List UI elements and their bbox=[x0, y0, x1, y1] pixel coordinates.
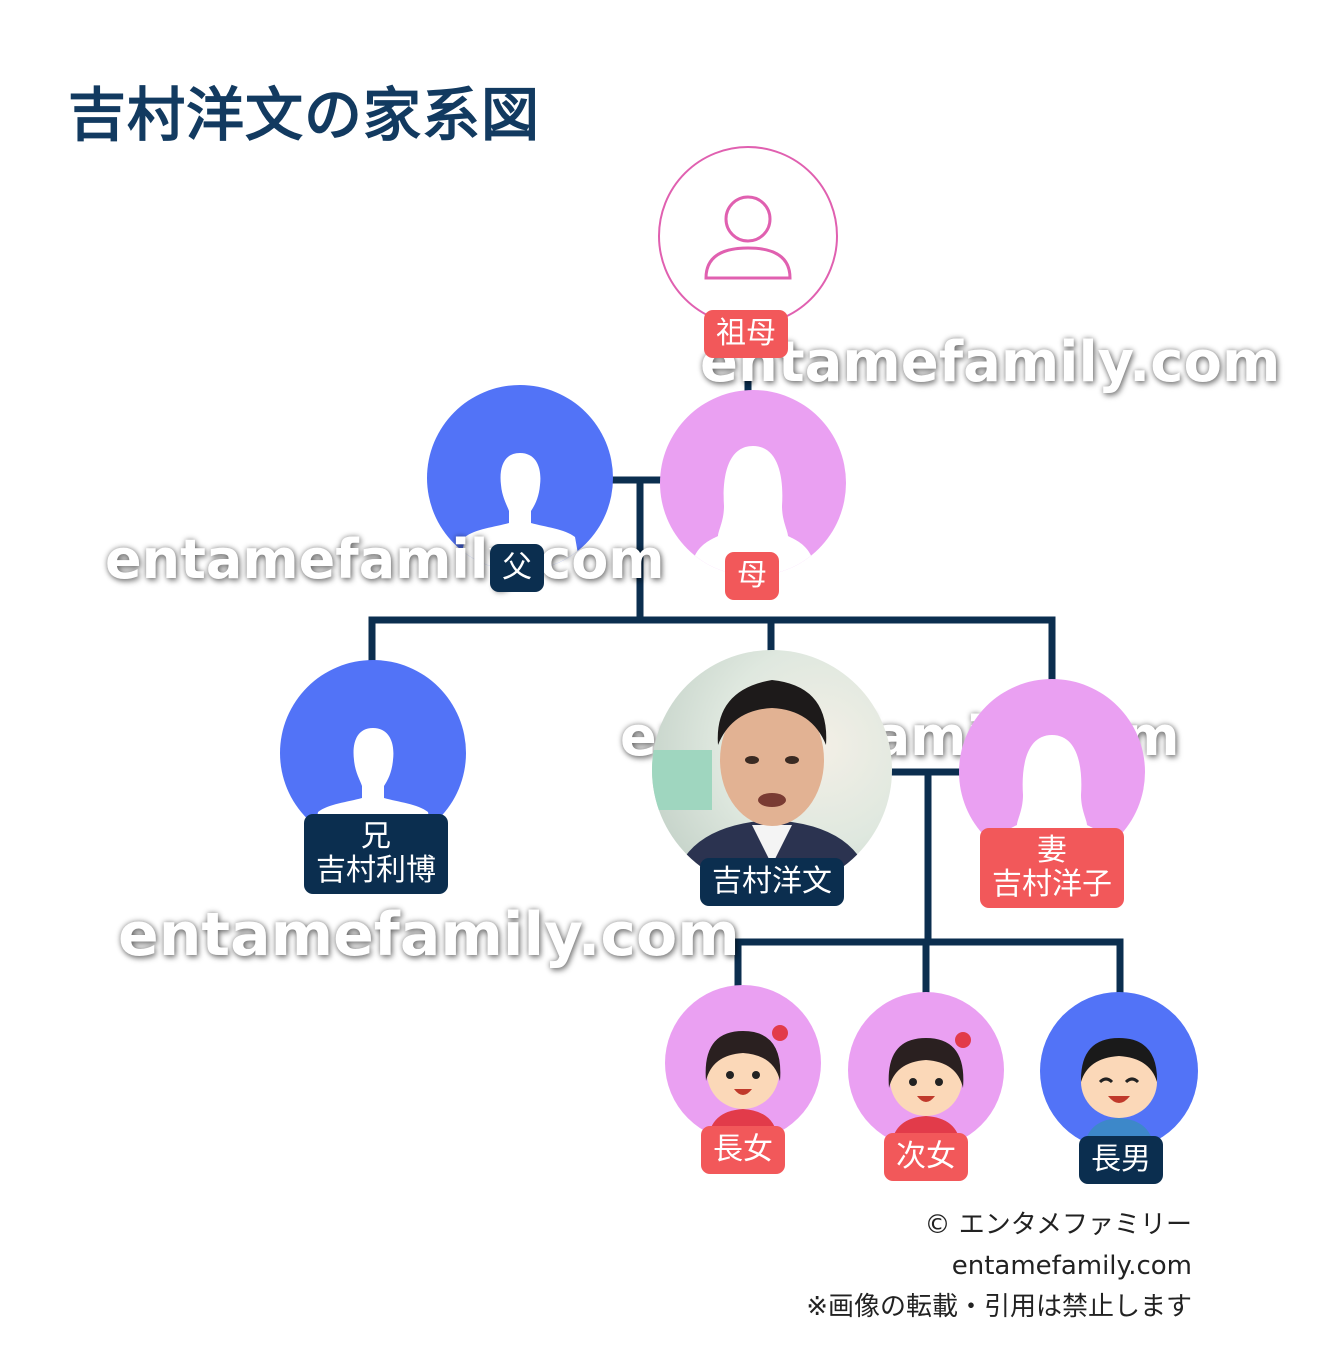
grandmother-avatar bbox=[658, 146, 838, 326]
person-outline-icon bbox=[704, 195, 792, 280]
daughter2-label: 次女 bbox=[884, 1133, 968, 1181]
page-title: 吉村洋文の家系図 bbox=[68, 81, 541, 149]
daughter2-avatar bbox=[848, 992, 1004, 1148]
daughter1-label: 長女 bbox=[701, 1126, 785, 1174]
brother-label: 兄 吉村利博 bbox=[304, 814, 448, 894]
mother-label: 母 bbox=[725, 552, 779, 600]
father-avatar bbox=[427, 385, 613, 571]
girl-illustration-icon bbox=[705, 1025, 788, 1141]
father-label: 父 bbox=[490, 544, 544, 592]
portrait-photo-icon bbox=[652, 680, 872, 890]
yoshimura-hirofumi-photo bbox=[652, 650, 892, 890]
girl-illustration-icon bbox=[888, 1032, 971, 1148]
watermark: entamefamily.com bbox=[700, 330, 1281, 395]
female-silhouette-icon bbox=[690, 446, 816, 576]
siblings-line bbox=[368, 616, 1056, 690]
son-avatar bbox=[1040, 992, 1198, 1150]
grandmother-label: 祖母 bbox=[704, 310, 788, 358]
boy-illustration-icon bbox=[1080, 1038, 1158, 1150]
son-label: 長男 bbox=[1079, 1136, 1163, 1184]
copyright-notice: © エンタメファミリー entamefamily.com ※画像の転載・引用は禁… bbox=[806, 1205, 1192, 1328]
watermark: entamefamily.com bbox=[118, 900, 740, 970]
credit-line-3: ※画像の転載・引用は禁止します bbox=[806, 1292, 1192, 1322]
brother-relation: 兄 bbox=[361, 819, 391, 854]
male-silhouette-icon bbox=[459, 453, 581, 571]
wife-relation: 妻 bbox=[1037, 833, 1067, 868]
watermark: entamefamily.com bbox=[105, 528, 665, 591]
wife-label: 妻 吉村洋子 bbox=[980, 828, 1124, 908]
wife-name: 吉村洋子 bbox=[992, 867, 1112, 902]
brother-name: 吉村利博 bbox=[316, 853, 436, 888]
mother-avatar bbox=[660, 390, 846, 576]
credit-line-1: © エンタメファミリー bbox=[924, 1210, 1193, 1240]
daughter1-avatar bbox=[665, 985, 821, 1141]
credit-line-2: entamefamily.com bbox=[951, 1251, 1192, 1281]
self-label: 吉村洋文 bbox=[700, 858, 844, 906]
